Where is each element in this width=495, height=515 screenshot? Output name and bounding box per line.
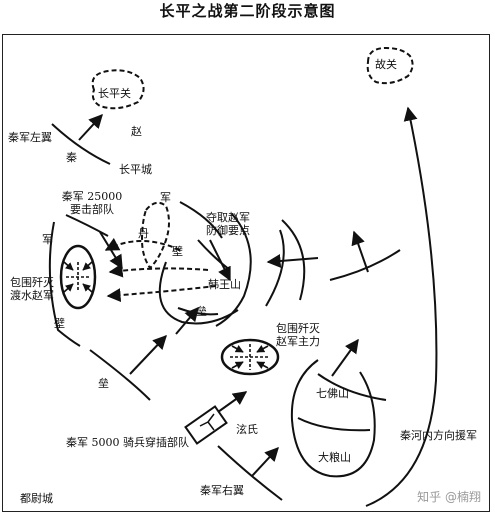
label-encircle-west: 包围歼灭渡水赵军 (10, 276, 54, 302)
label-zhao: 赵 (131, 125, 142, 138)
qin-river-reinforce-arc (365, 106, 438, 507)
qi-fo-shan-oval (290, 359, 376, 478)
cavalry-5000-arrow (217, 391, 248, 413)
label-qi-fo-shan: 七佛山 (316, 387, 349, 400)
cavalry-5000-inner-y (199, 413, 215, 431)
qi-fo-shan-arrow (331, 338, 359, 377)
zhao-wall-arc-3 (215, 213, 252, 327)
da-liang-shan-cross (297, 417, 371, 432)
qi-fo-shan-cross (317, 373, 387, 401)
lei-arrow (175, 306, 199, 335)
qin-left-wing-arrow (78, 113, 103, 141)
qin-25000-line (65, 214, 109, 237)
zhao-west-wall-line (48, 221, 81, 347)
label-dan: 丹 (138, 227, 149, 240)
main-pocket-inner-arrows (230, 344, 270, 370)
label-encircle-main: 包围歼灭赵军主力 (276, 322, 320, 348)
qin-left-wing-line (51, 123, 111, 165)
seize-points-arrow (266, 254, 319, 268)
map-title: 长平之战第二阶段示意图 (159, 2, 336, 20)
label-qin-5000: 秦军 5000 骑兵穿插部队 (66, 436, 189, 449)
zhao-wall-arc-2 (158, 261, 239, 325)
label-qin-river-reinforce: 秦河内方向援军 (400, 429, 477, 442)
main-pocket-outline (220, 338, 280, 376)
qin-right-wing-line (217, 445, 283, 501)
zhao-wall-arc-6 (265, 229, 285, 307)
cavalry-5000-box (184, 405, 228, 445)
map-frame (2, 34, 490, 512)
label-da-liang-shan: 大粮山 (318, 451, 351, 464)
zhao-wall-arc-4 (197, 239, 231, 271)
seize-points-line (281, 219, 306, 301)
qin-right-wing-arrow (251, 446, 279, 477)
label-han-wang-shan: 韩王山 (208, 278, 241, 291)
watermark: 知乎 @楠翔 (417, 490, 481, 504)
qin-south-wall-line (89, 349, 151, 401)
gu-guan-outline (366, 46, 414, 85)
west-pocket-outline (59, 244, 97, 310)
label-changping-pass: 长平关 (98, 87, 131, 100)
label-bi-top: 壁 (172, 245, 183, 258)
label-bi-left: 壁 (54, 317, 65, 330)
west-pocket-inner-arrows (63, 261, 93, 293)
han-wang-shan-arrow (209, 239, 231, 282)
zhao-wall-arc-5 (177, 307, 219, 316)
dashed-arrow-2 (108, 263, 209, 278)
label-gu-guan: 故关 (375, 58, 397, 71)
zhao-wall-arc-1 (179, 201, 223, 239)
label-lei-left: 垒 (98, 377, 109, 390)
label-qin-left-wing: 秦军左翼 (8, 131, 52, 144)
label-seize-points: 夺取赵军防御要点 (206, 211, 250, 237)
qin-25000-arrow (99, 231, 123, 270)
dan-river-dashed (140, 201, 170, 270)
label-jun-top: 军 (160, 191, 171, 204)
label-jun-left: 军 (42, 233, 53, 246)
changping-pass-outline (91, 69, 145, 110)
label-qin-right-wing: 秦军右翼 (200, 484, 244, 497)
label-du-wei-cheng: 都尉城 (20, 492, 53, 505)
label-lei-mid: 垒 (196, 305, 207, 318)
qin-river-arrow (351, 230, 369, 273)
label-changping-city: 长平城 (119, 163, 152, 176)
label-xuan-shi: 泫氏 (236, 423, 258, 436)
label-qin: 秦 (66, 151, 77, 164)
qin-south-arrow (129, 334, 167, 375)
dashed-arrow-3 (106, 285, 217, 303)
